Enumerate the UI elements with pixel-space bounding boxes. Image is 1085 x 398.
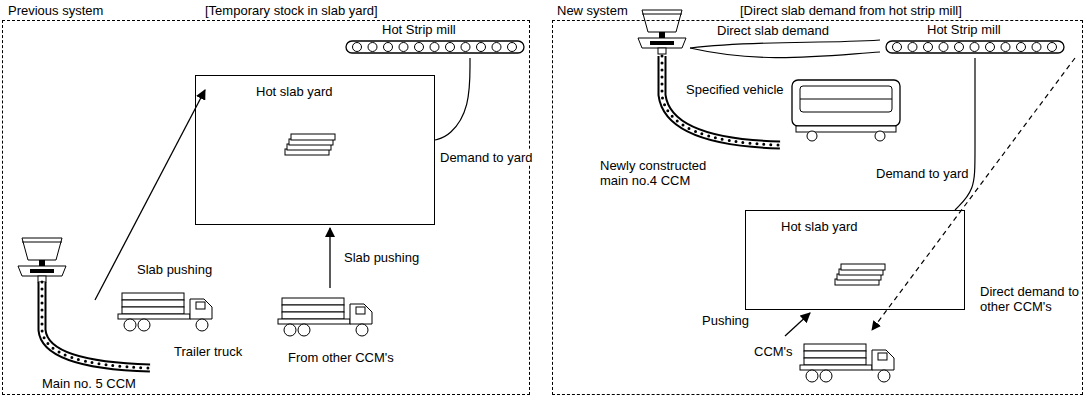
roller [384,43,393,52]
node-label: Hot slab yard [256,84,333,99]
ccm-rolls [662,56,780,145]
roller [955,43,964,52]
roller-frame [886,41,1064,53]
callout-label: Pushing [700,313,751,328]
slab-stack [835,264,885,285]
roller [415,43,424,52]
panel-border [552,20,1083,395]
roller [1001,43,1010,52]
trailer-truck [800,344,894,382]
roller [924,43,933,52]
roller-table [885,39,1067,55]
callout-label: Main no. 5 CCM [40,376,138,391]
roller [368,43,377,52]
callout-label: Slab pushing [342,250,421,265]
ccm-strand [662,56,780,145]
demand-line [690,40,880,48]
roller [1032,43,1041,52]
callout-label: Slab pushing [135,262,214,277]
push-arrow [329,228,330,288]
roller [970,43,979,52]
callout-label: From other CCM's [286,350,396,365]
push-arrow [785,313,810,336]
callout-label: Direct demand to other CCM's [978,284,1082,314]
slab-yard: Hot slab yard [745,210,965,310]
callout-label: Newly constructed main no.4 CCM [598,158,724,188]
strip-mill: Hot Strip mill [880,22,1070,58]
panel-title: [Direct slab demand from hot strip mill] [740,3,962,18]
roller [399,43,408,52]
roller-table [345,39,527,55]
edge-label: Demand to yard [438,150,535,165]
roller [446,43,455,52]
roller [1017,43,1026,52]
callout-label: Specified vehicle [684,82,786,97]
ladle-tundish [18,238,66,282]
demand-line [690,48,880,58]
roller [908,43,917,52]
specified-vehicle [792,80,900,141]
callout-label: Trailer truck [172,344,244,359]
node-label: Hot slab yard [781,219,858,234]
panel-title: Previous system [8,3,103,18]
node-label: Hot Strip mill [382,22,456,37]
roller [430,43,439,52]
panel-border [2,20,530,395]
roller [893,43,902,52]
roller [1048,43,1057,52]
trailer-truck [118,293,212,331]
edge-label: Demand to yard [874,166,971,181]
ccm-strand [662,56,780,145]
roller [939,43,948,52]
strip-mill: Hot Strip mill [340,22,530,58]
panel-title: New system [557,3,628,18]
panel-title: [Temporary stock in slab yard] [205,3,378,18]
system-panel: Previous system [Temporary stock in slab … [0,0,540,398]
demand-connector [955,58,975,210]
callout-label: CCM's [752,344,795,359]
roller [461,43,470,52]
system-panel: New system [Direct slab demand from hot s… [545,0,1085,398]
slab-stack [285,134,335,155]
callout-label: Direct slab demand [715,23,831,38]
roller [986,43,995,52]
roller-frame [346,41,524,53]
roller [508,43,517,52]
demand-connector [435,58,470,140]
ladle-tundish [638,10,686,54]
roller [353,43,362,52]
node-label: Hot Strip mill [927,22,1001,37]
slab-yard: Hot slab yard [195,75,435,225]
roller [492,43,501,52]
roller [477,43,486,52]
trailer-truck [278,298,372,336]
